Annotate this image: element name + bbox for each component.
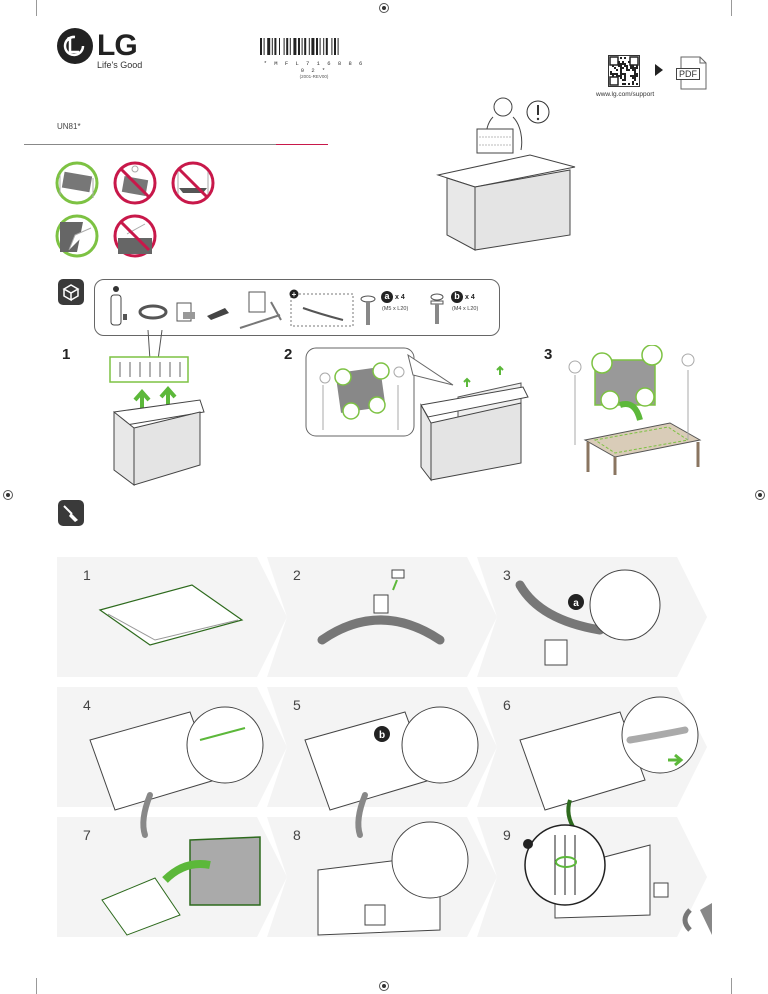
screw-a-label: a x 4 xyxy=(381,291,405,303)
dont-touch-screen-icon xyxy=(113,214,157,258)
stand-icon xyxy=(239,291,282,329)
brand-name: LG xyxy=(97,29,138,62)
screw-b-badge: b xyxy=(451,291,463,303)
optional-plus-icon xyxy=(289,289,299,299)
barcode-revision: (2001-REV00) xyxy=(299,74,329,79)
pdf-document-icon[interactable]: PDF xyxy=(676,56,708,90)
assembly-step-panel xyxy=(477,817,707,937)
components-illustration: + xyxy=(110,286,444,329)
screwdriver-tool-icon xyxy=(58,500,84,526)
crop-mark xyxy=(731,978,732,994)
manual-sheet xyxy=(476,128,514,154)
qr-code[interactable] xyxy=(608,55,640,87)
rotate-arrow-icon xyxy=(619,401,643,421)
unpack-step-2-illustration xyxy=(305,347,529,482)
screw-b-icon xyxy=(430,293,444,324)
svg-text:+: + xyxy=(292,290,297,299)
unpack-step-1-illustration xyxy=(109,330,205,486)
registration-mark xyxy=(755,490,765,500)
unpack-step-3-illustration xyxy=(568,345,702,475)
unpack-step-number: 2 xyxy=(284,346,293,363)
assembly-step-number: 2 xyxy=(293,567,301,583)
assembly-step-number: 6 xyxy=(503,697,511,713)
components-panel: + a x 4 (M5 x L20) b x 4 (M4 x L20) xyxy=(94,279,500,336)
screw-a-qty: x 4 xyxy=(395,293,405,301)
crop-mark xyxy=(36,0,37,16)
read-manual-illustration xyxy=(436,97,576,251)
screw-a-icon xyxy=(360,295,376,325)
barcode-number: * M F L 7 1 6 8 8 6 0 2 * xyxy=(263,60,365,74)
screw-a-spec: (M5 x L20) xyxy=(382,306,409,312)
assembly-step-panel xyxy=(57,557,287,677)
pdf-label: PDF xyxy=(676,68,700,80)
crop-mark xyxy=(731,0,732,16)
power-cord-icon xyxy=(138,304,168,320)
screw-b-spec: (M4 x L20) xyxy=(452,306,479,312)
barcode: * M F L 7 1 6 8 8 6 0 2 * (2001-REV00) xyxy=(260,38,368,79)
tagline: Life's Good xyxy=(97,60,143,70)
unpack-step-number: 1 xyxy=(62,346,71,363)
lift-arrow-icon xyxy=(133,388,151,410)
assembly-step-number: 7 xyxy=(83,827,91,843)
lg-logo: LG xyxy=(57,28,138,64)
divider-accent xyxy=(276,144,328,145)
assembly-step-number: 1 xyxy=(83,567,91,583)
assembly-step-panel xyxy=(57,817,287,937)
screw-a-badge: a xyxy=(381,291,393,303)
warning-exclamation-icon xyxy=(526,100,550,124)
registration-mark xyxy=(3,490,13,500)
box-contents-icon xyxy=(58,279,84,305)
assembly-step-number: 5 xyxy=(293,697,301,713)
assembly-step-number: 3 xyxy=(503,567,511,583)
assembly-step-panel xyxy=(477,687,707,807)
handling-guidelines xyxy=(55,161,215,258)
assembly-step-panel xyxy=(267,687,497,807)
crop-mark xyxy=(36,978,37,994)
support-url[interactable]: www.lg.com/support xyxy=(596,91,655,98)
assembly-step-panel xyxy=(57,687,287,807)
play-arrow-icon xyxy=(655,64,663,76)
remote-control-icon xyxy=(110,286,127,326)
manual-icon xyxy=(176,302,195,322)
unpack-step-number: 3 xyxy=(544,346,553,363)
assembly-step-number: 8 xyxy=(293,827,301,843)
dont-single-person-carry-icon xyxy=(113,161,157,205)
assembly-step-number: 9 xyxy=(503,827,511,843)
do-two-person-carry-icon xyxy=(55,161,99,205)
divider xyxy=(24,144,276,145)
assembly-step-panel xyxy=(267,557,497,677)
lg-logo-icon xyxy=(57,28,93,64)
cable-holder-optional xyxy=(290,293,354,327)
stand-cover-icon xyxy=(207,308,229,320)
screw-b-label: b x 4 xyxy=(451,291,475,303)
assembly-step-number: 4 xyxy=(83,697,91,713)
assembly-step-panel xyxy=(477,557,707,677)
assembly-step-panel xyxy=(267,817,497,937)
screw-b-qty: x 4 xyxy=(465,293,475,301)
registration-mark xyxy=(379,3,389,13)
dont-flat-carry-icon xyxy=(171,161,215,205)
do-grip-bottom-icon xyxy=(55,214,99,258)
barcode-bars xyxy=(260,38,339,55)
packing-foam xyxy=(109,356,189,383)
model-number: UN81* xyxy=(57,122,81,131)
registration-mark xyxy=(379,981,389,991)
